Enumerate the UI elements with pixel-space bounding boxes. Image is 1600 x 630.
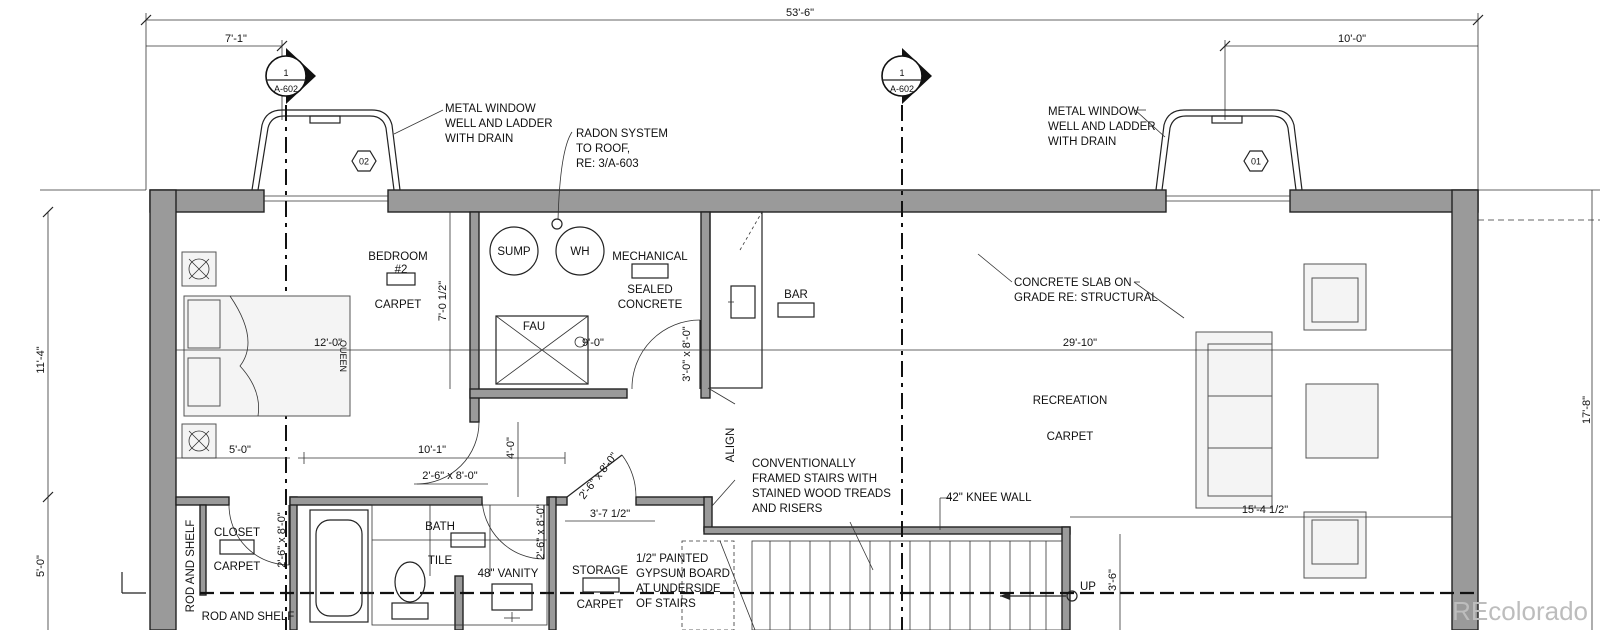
toilet [394,561,426,603]
fixtures: QUEEN [181,218,1379,626]
dim-overall: 53'-6" [786,7,814,19]
dim-mech-height: 7'-0 1/2" [437,281,449,321]
top-dimensions: 53'-6" 7'-1" 10'-0" [140,7,1484,190]
note-gypsum: 1/2" PAINTED GYPSUM BOARD AT UNDERSIDE O… [636,553,733,610]
window-well-left: 02 [251,109,401,191]
dim-stair-run: 15'-4 1/2" [1242,504,1288,516]
notes: METAL WINDOW WELL AND LADDER WITH DRAIN … [445,103,1159,610]
window-tag-01-label: 01 [1251,157,1261,167]
dim-hall-depth: 4'-0" [505,437,517,459]
room-bath-name: BATH [425,521,455,533]
dim-storage-width: 3'-7 1/2" [590,508,630,520]
room-recreation-name: RECREATION [1033,395,1108,407]
window-tag-01 [1243,150,1269,172]
section-sheet-left: A-602 [274,84,298,94]
window-well-right: 01 [1155,109,1303,191]
dim-door-mech: 3'-0" x 8'-0" [681,326,693,382]
label-rod-shelf-vertical: ROD AND SHELF [185,520,197,613]
dim-bath-door: 2'-6" x 8'-0" [535,504,547,560]
note-align: ALIGN [725,428,737,463]
room-storage-floor: CARPET [577,599,624,611]
room-bedroom-name: BEDROOM [368,251,427,263]
doors [228,319,701,566]
dim-right-offset: 10'-0" [1338,33,1366,45]
bed-label: QUEEN [338,340,348,372]
dim-height-right: 17'-8" [1581,396,1593,424]
label-wh: WH [570,246,589,258]
section-marker-right: 1 A-602 [881,48,932,104]
dim-height-left: 11'-4" [35,346,47,373]
room-mechanical-floor-1: SEALED [627,284,672,296]
dim-recreation-width: 29'-10" [1063,337,1097,349]
dim-storage-door: 2'-6" x 8'-0" [577,451,621,502]
section-marker-left: 1 A-602 [265,48,316,104]
note-window-well-right: METAL WINDOW WELL AND LADDER WITH DRAIN [1048,106,1159,148]
room-closet-name: CLOSET [214,527,260,539]
window-tag-02 [351,150,377,172]
room-mechanical-floor-2: CONCRETE [618,299,683,311]
label-sump: SUMP [497,246,531,258]
room-bar-name: BAR [784,289,808,301]
dim-closet-door: 2'-6" x 8'-0" [276,512,288,568]
window-tag-02-label: 02 [359,157,369,167]
room-closet-floor: CARPET [214,561,261,573]
bar-sink [730,285,756,319]
dim-left-offset: 7'-1" [225,33,247,45]
stairs [681,540,1078,630]
room-mechanical-name: MECHANICAL [612,251,688,263]
room-bedroom-floor: CARPET [375,299,422,311]
dim-stair-depth: 3'-6" [1107,569,1119,591]
sump-pit [489,226,539,276]
watermark: REcolorado [1452,596,1588,626]
water-heater [555,226,605,276]
section-sheet-right: A-602 [890,84,914,94]
coffee-table [1305,383,1379,459]
dim-hall-door: 2'-6" x 8'-0" [422,470,478,482]
bathtub [309,509,369,623]
room-recreation-floor: CARPET [1047,431,1094,443]
room-bedroom-number: #2 [395,264,408,276]
label-rod-shelf-horizontal: ROD AND SHELF [202,611,295,623]
section-number-right: 1 [899,68,904,78]
dim-hall-width: 10'-1" [418,444,446,456]
section-number-left: 1 [283,68,288,78]
room-bath-floor: TILE [428,555,453,567]
dim-mech-width: 9'-0" [582,337,604,349]
note-window-well-left: METAL WINDOW WELL AND LADDER WITH DRAIN [445,103,556,145]
room-storage-name: STORAGE [572,565,628,577]
label-vanity: 48" VANITY [478,568,539,580]
side-dimensions: 11'-4" 5'-0" 17'-8" [35,189,1600,630]
note-up: UP [1080,581,1096,593]
vanity-sink [491,583,533,611]
note-radon: RADON SYSTEM TO ROOF, RE: 3/A-603 [576,128,671,170]
room-labels: BEDROOM #2 CARPET MECHANICAL SEALED CONC… [185,246,1107,623]
exterior-walls [149,189,1479,630]
note-knee-wall: 42" KNEE WALL [946,492,1032,504]
interior-walls [175,211,1071,630]
leaders [393,109,1185,571]
dim-height-left-lower: 5'-0" [35,555,47,577]
note-slab: CONCRETE SLAB ON GRADE RE: STRUCTURAL [1014,277,1158,304]
dim-bedroom-width: 12'-0" [314,337,342,349]
label-fau: FAU [523,321,545,333]
note-stairs: CONVENTIONALLY FRAMED STAIRS WITH STAINE… [752,458,894,515]
dim-closet-width: 5'-0" [229,444,251,456]
